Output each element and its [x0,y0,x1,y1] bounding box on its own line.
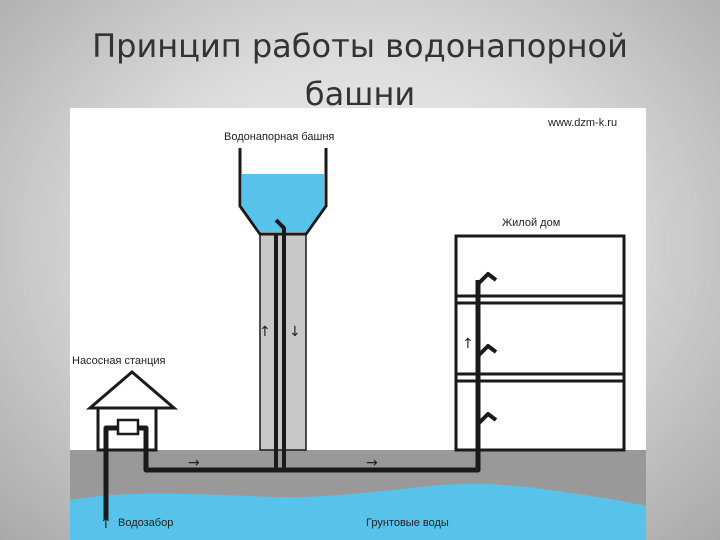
flow-arrow-pipe-2: → [366,455,378,471]
tank-water [242,174,324,232]
pump-icon [116,418,140,436]
flow-arrow-up: ↑ [259,324,271,340]
flow-arrow-down: ↓ [289,324,301,340]
tower-label: Водонапорная башня [224,131,334,143]
source-watermark: www.dzm-k.ru [547,117,617,129]
house-label: Жилой дом [502,217,560,229]
faucet-top [476,272,498,286]
faucet-bottom [476,412,498,426]
slide-title-line-1: Принцип работы водонапорной [92,27,628,65]
groundwater-area [70,483,646,540]
pump-station-label: Насосная станция [72,355,166,367]
flow-arrow-intake-up: ↑ [100,516,112,532]
flow-arrow-house-up: ↑ [462,336,474,352]
slide-title-line-2: башни [304,75,416,113]
intake-pipe [103,425,118,520]
flow-arrow-pipe-1: → [188,455,200,471]
slide-title: Принцип работы водонапорной башни [40,22,680,118]
faucet-middle [476,344,498,358]
house-walls [454,234,626,452]
diagram-canvas: www.dzm-k.ru Водонапорная башня Жилой до… [70,117,646,540]
intake-label: Водозабор [118,517,173,529]
main-pipe [138,280,481,473]
water-tower-diagram: www.dzm-k.ru Водонапорная башня Жилой до… [70,108,646,540]
pump-station-roof [85,370,179,410]
groundwater-label: Грунтовые воды [366,517,449,529]
tower-down-pipe [274,218,286,470]
